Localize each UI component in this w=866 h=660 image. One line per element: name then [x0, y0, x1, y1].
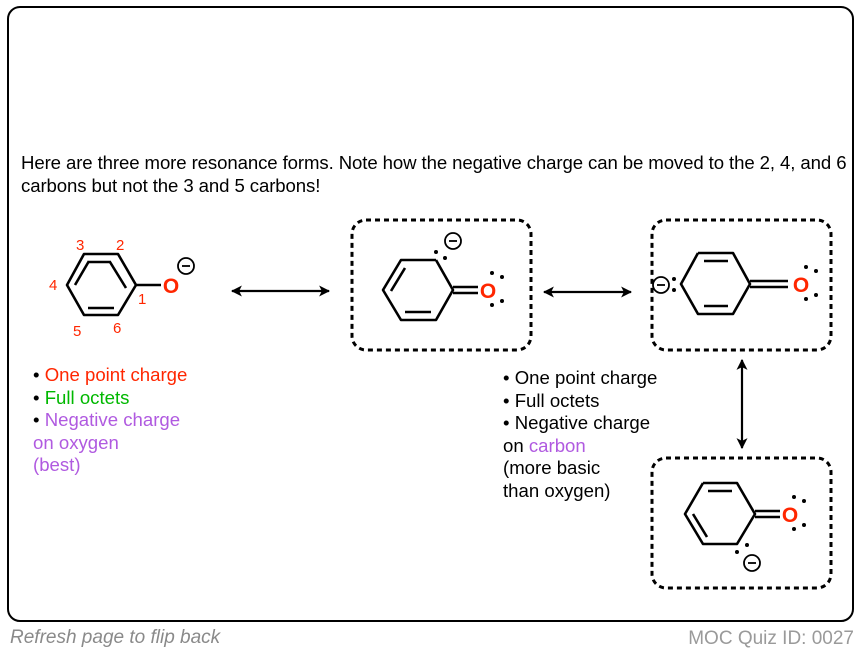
- note-one-point-charge: • One point charge: [503, 367, 657, 390]
- negative-charge-icon: [743, 554, 761, 572]
- carbon-number-2: 2: [116, 237, 124, 254]
- note-highlight: carbon: [528, 434, 586, 456]
- oxygen-atom-label: O: [163, 275, 179, 298]
- resonance-box-3: [650, 456, 833, 590]
- bullet: •: [33, 386, 40, 408]
- bullet: •: [33, 364, 40, 385]
- resonance-box-2: [650, 218, 833, 352]
- carbon-number-4: 4: [49, 277, 57, 294]
- note-negative-charge: • Negative charge: [33, 409, 187, 432]
- note-best: (best): [33, 454, 81, 475]
- oxygen-atom-label: O: [480, 280, 496, 303]
- negative-charge-icon: [652, 276, 670, 294]
- note-text: One point charge: [44, 364, 188, 385]
- lone-pair-dots: [735, 495, 806, 554]
- note-on-carbon: on carbon: [503, 435, 657, 458]
- resonance-box-1: [350, 218, 533, 352]
- note-full-octets: • Full octets: [503, 390, 657, 413]
- intro-text: Here are three more resonance forms. Not…: [21, 152, 847, 196]
- carbon-number-1: 1: [138, 291, 146, 308]
- carbon-number-6: 6: [113, 320, 121, 337]
- note-text: One point charge: [514, 367, 658, 388]
- negative-charge-icon: [177, 257, 195, 275]
- double-bond-inner: [108, 261, 128, 289]
- note-one-point-charge: • One point charge: [33, 364, 187, 387]
- phenoxide-structure: [65, 252, 161, 317]
- carbon-numbers: 1 2 3 4 5 6: [49, 237, 146, 340]
- ortho-carbanion-bottom-structure: [683, 481, 780, 546]
- ortho-carbanion-top-structure: [381, 258, 478, 322]
- notes-phenoxide: • One point charge • Full octets • Negat…: [33, 364, 187, 477]
- quiz-id: MOC Quiz ID: 0027: [688, 628, 854, 649]
- carbon-number-3: 3: [76, 237, 84, 254]
- note-text: Full octets: [514, 389, 600, 411]
- note-full-octets: • Full octets: [33, 387, 187, 410]
- oxygen-atom-label: O: [782, 504, 798, 527]
- notes-carbanion: • One point charge • Full octets • Negat…: [503, 367, 657, 502]
- note-text: on: [503, 434, 529, 456]
- note-text: Negative charge: [44, 409, 181, 430]
- bullet: •: [503, 412, 510, 433]
- lone-pair-dots: [434, 250, 504, 307]
- note-more-basic: (more basic: [503, 457, 601, 478]
- carbon-number-5: 5: [73, 323, 81, 340]
- lone-pair-dots: [672, 265, 818, 301]
- note-text: Full octets: [44, 386, 130, 408]
- negative-charge-icon: [444, 232, 462, 250]
- oxygen-atom-label: O: [793, 274, 809, 297]
- refresh-hint: Refresh page to flip back: [10, 627, 221, 648]
- benzene-ring: [65, 252, 138, 317]
- bullet: •: [503, 367, 510, 388]
- double-bond-inner: [73, 260, 91, 286]
- note-on-oxygen: on oxygen: [33, 431, 119, 453]
- bullet: •: [503, 389, 510, 411]
- note-negative-charge: • Negative charge: [503, 412, 657, 435]
- note-than-oxygen: than oxygen): [503, 479, 611, 501]
- para-carbanion-structure: [679, 251, 788, 316]
- note-text: Negative charge: [514, 412, 651, 433]
- bullet: •: [33, 409, 40, 430]
